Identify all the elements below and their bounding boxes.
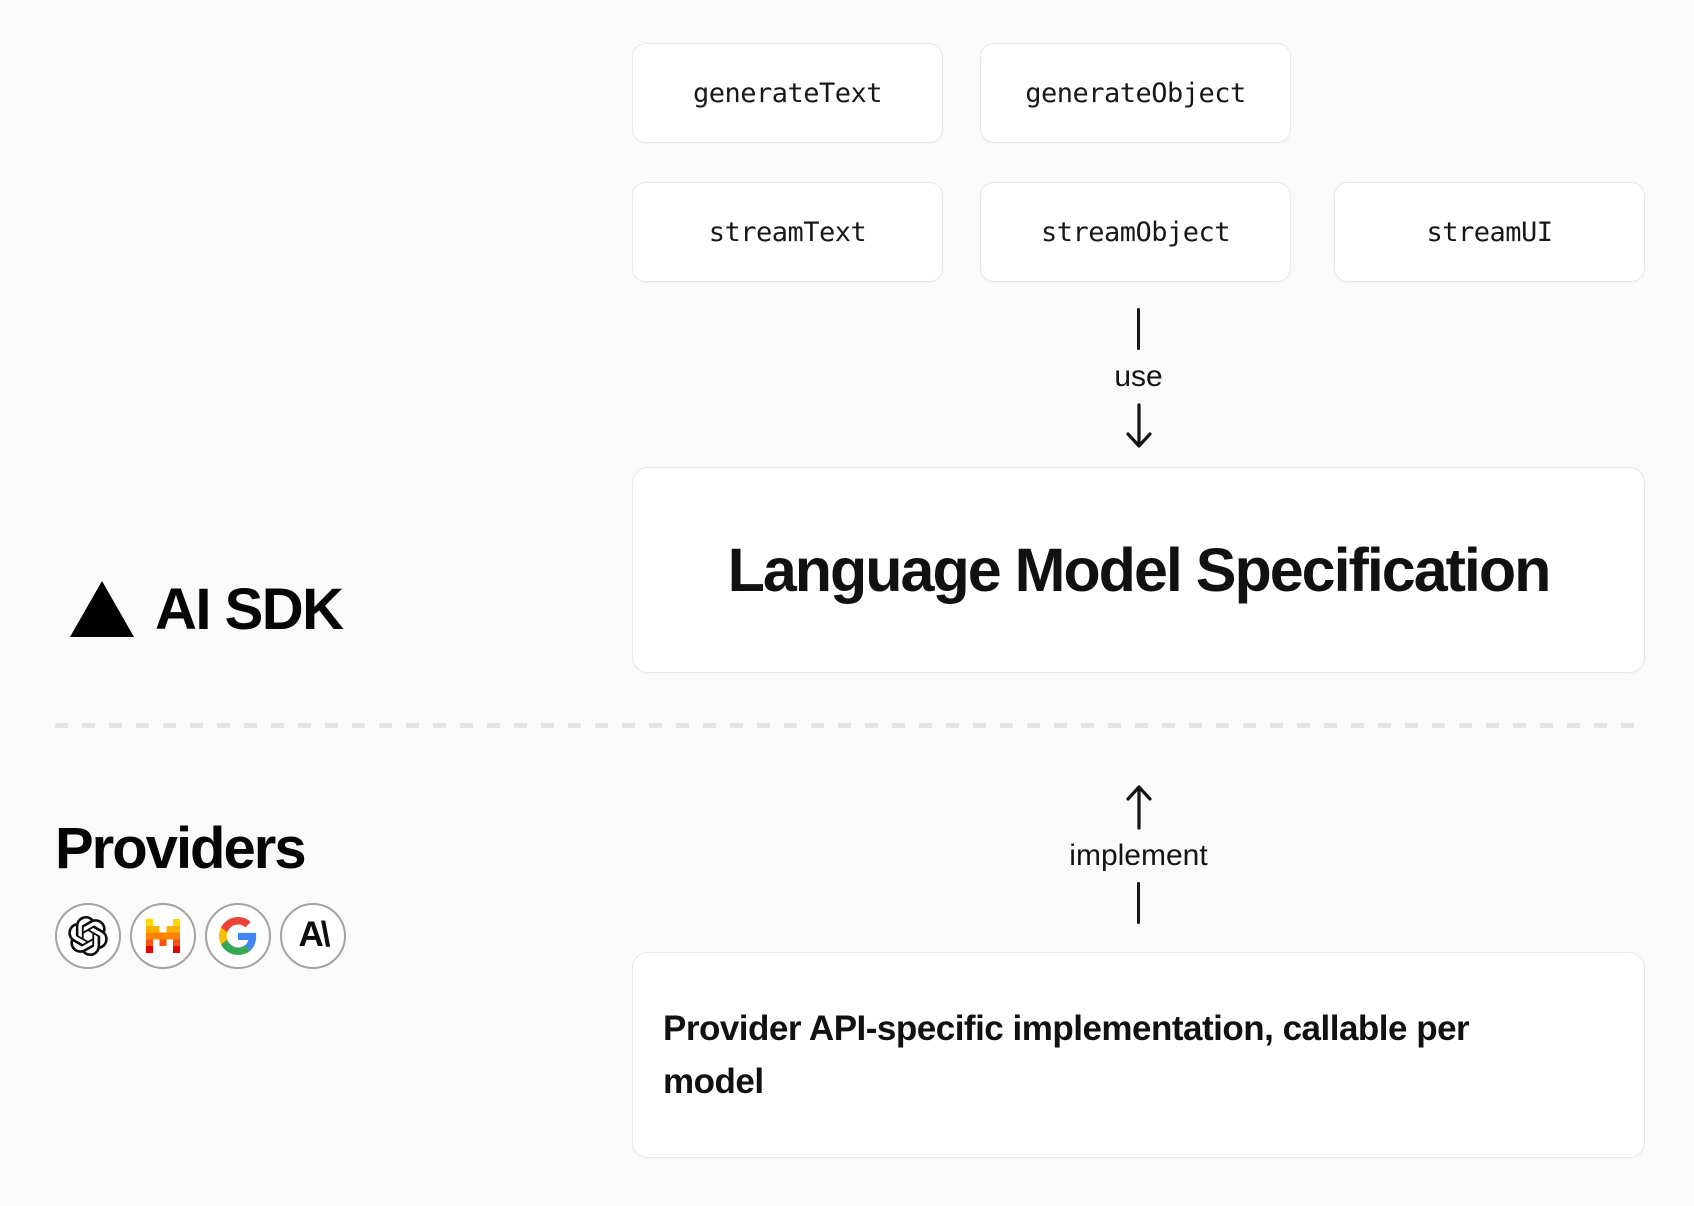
provider-mistral: [130, 903, 196, 969]
mistral-icon: [146, 919, 180, 953]
function-box-stream-ui: streamUI: [1334, 182, 1645, 282]
providers-heading: Providers: [55, 816, 307, 881]
provider-icons-row: A\: [55, 903, 346, 969]
language-model-specification-box: Language Model Specification: [632, 467, 1645, 673]
arrow-down-icon: [1125, 403, 1152, 448]
function-box-generate-object: generateObject: [980, 43, 1291, 143]
provider-openai: [55, 903, 121, 969]
ai-sdk-logo: AI SDK: [70, 576, 344, 642]
spec-title: Language Model Specification: [727, 536, 1552, 604]
openai-icon: [68, 916, 108, 956]
ai-sdk-label: AI SDK: [155, 576, 344, 642]
use-connector: use: [632, 308, 1645, 449]
provider-google: [205, 903, 271, 969]
provider-anthropic: A\: [280, 903, 346, 969]
function-label: generateText: [692, 77, 883, 109]
function-box-stream-text: streamText: [632, 182, 943, 282]
provider-implementation-box: Provider API-specific implementation, ca…: [632, 952, 1645, 1158]
provider-box-text: Provider API-specific implementation, ca…: [663, 1002, 1470, 1108]
anthropic-icon: A\: [298, 915, 331, 954]
implement-label: implement: [1069, 839, 1208, 872]
function-box-stream-object: streamObject: [980, 182, 1291, 282]
function-label: generateObject: [1025, 77, 1246, 109]
function-label: streamText: [708, 216, 867, 248]
dashed-divider: [55, 723, 1645, 728]
function-box-generate-text: generateText: [632, 43, 943, 143]
connector-line: [1137, 882, 1140, 924]
use-label: use: [1114, 360, 1163, 393]
implement-connector: implement: [632, 784, 1645, 924]
vercel-triangle-icon: [70, 581, 134, 637]
provider-box-line-1: Provider API-specific implementation, ca…: [663, 1009, 1470, 1048]
function-label: streamUI: [1426, 216, 1553, 248]
google-icon: [219, 917, 257, 955]
arrow-up-icon: [1125, 785, 1152, 830]
connector-line: [1137, 308, 1140, 350]
provider-box-line-2: model: [663, 1062, 764, 1101]
function-label: streamObject: [1040, 216, 1231, 248]
